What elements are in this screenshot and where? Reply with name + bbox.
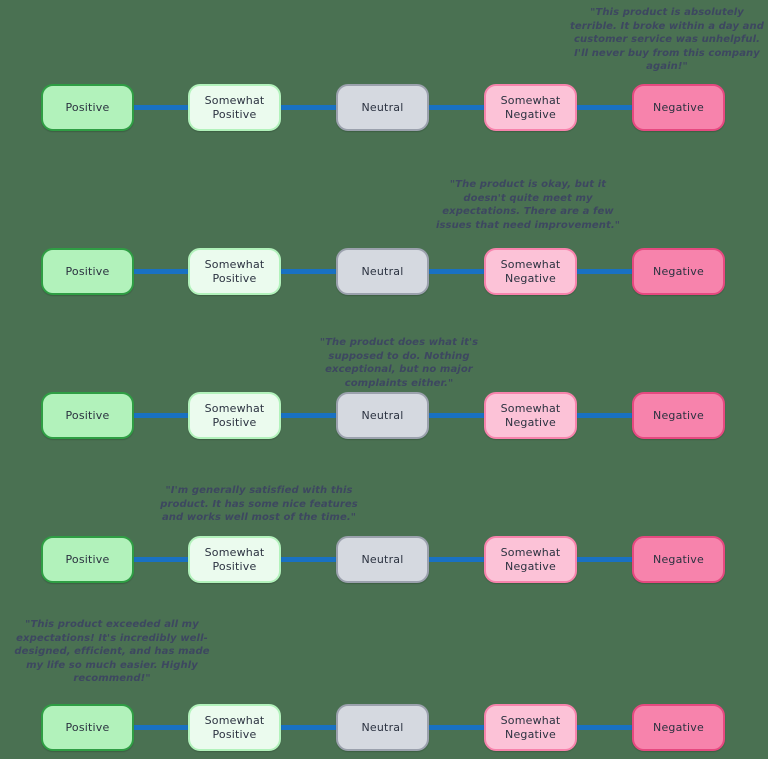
node-neutral: Neutral [336, 248, 429, 295]
node-somewhat-negative: Somewhat Negative [484, 536, 577, 583]
node-label: Positive [65, 408, 110, 422]
node-somewhat-positive: Somewhat Positive [188, 84, 281, 131]
sentiment-scale-row-4: Positive Somewhat Positive Neutral Somewhat… [0, 536, 768, 583]
node-label: Positive [65, 264, 110, 278]
node-neutral: Neutral [336, 704, 429, 751]
review-quote-neutral: "The product does what it's supposed to … [319, 337, 479, 389]
node-somewhat-negative: Somewhat Negative [484, 84, 577, 131]
node-label: Somewhat Negative [500, 257, 561, 285]
node-positive: Positive [41, 704, 134, 751]
node-label: Somewhat Positive [204, 545, 265, 573]
node-positive: Positive [41, 248, 134, 295]
node-neutral: Neutral [336, 392, 429, 439]
review-quote-somewhat-positive: "I'm generally satisfied with this produ… [160, 485, 358, 523]
sentiment-scale-row-1: Positive Somewhat Positive Neutral Somewhat… [0, 84, 768, 131]
node-positive: Positive [41, 84, 134, 131]
node-label: Somewhat Negative [500, 401, 561, 429]
node-somewhat-positive: Somewhat Positive [188, 248, 281, 295]
review-quote-negative: "This product is absolutely terrible. It… [570, 7, 764, 72]
node-label: Somewhat Positive [204, 713, 265, 741]
node-label: Negative [653, 264, 704, 278]
node-negative: Negative [632, 84, 725, 131]
node-negative: Negative [632, 248, 725, 295]
review-quote-positive: "This product exceeded all my expectatio… [14, 619, 210, 684]
node-label: Negative [653, 100, 704, 114]
node-somewhat-negative: Somewhat Negative [484, 248, 577, 295]
node-label: Negative [653, 408, 704, 422]
node-label: Somewhat Positive [204, 401, 265, 429]
node-positive: Positive [41, 392, 134, 439]
node-label: Positive [65, 720, 110, 734]
node-label: Neutral [361, 552, 404, 566]
node-neutral: Neutral [336, 536, 429, 583]
node-label: Somewhat Positive [204, 93, 265, 121]
node-label: Neutral [361, 408, 404, 422]
node-label: Somewhat Negative [500, 545, 561, 573]
node-label: Positive [65, 552, 110, 566]
node-somewhat-positive: Somewhat Positive [188, 536, 281, 583]
node-negative: Negative [632, 536, 725, 583]
node-label: Neutral [361, 100, 404, 114]
sentiment-scale-row-5: Positive Somewhat Positive Neutral Somewhat… [0, 704, 768, 751]
node-negative: Negative [632, 392, 725, 439]
node-somewhat-negative: Somewhat Negative [484, 392, 577, 439]
sentiment-scale-row-3: Positive Somewhat Positive Neutral Somewhat… [0, 392, 768, 439]
sentiment-scale-row-2: Positive Somewhat Positive Neutral Somewhat… [0, 248, 768, 295]
node-label: Negative [653, 552, 704, 566]
node-positive: Positive [41, 536, 134, 583]
review-quote-somewhat-negative: "The product is okay, but it doesn't qui… [435, 179, 621, 231]
node-label: Positive [65, 100, 110, 114]
node-somewhat-negative: Somewhat Negative [484, 704, 577, 751]
node-somewhat-positive: Somewhat Positive [188, 704, 281, 751]
node-label: Neutral [361, 720, 404, 734]
node-label: Somewhat Negative [500, 93, 561, 121]
node-label: Somewhat Positive [204, 257, 265, 285]
node-label: Somewhat Negative [500, 713, 561, 741]
node-neutral: Neutral [336, 84, 429, 131]
node-somewhat-positive: Somewhat Positive [188, 392, 281, 439]
node-label: Neutral [361, 264, 404, 278]
node-negative: Negative [632, 704, 725, 751]
node-label: Negative [653, 720, 704, 734]
